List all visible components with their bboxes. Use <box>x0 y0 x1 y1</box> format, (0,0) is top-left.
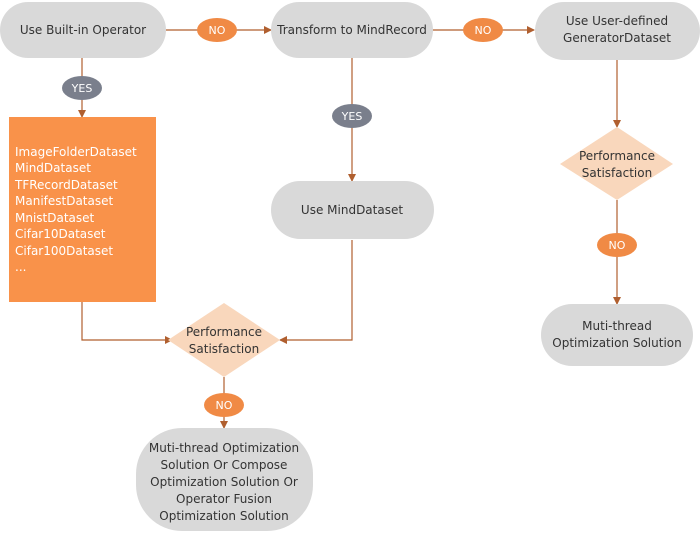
node-user-defined-line-1: Use User-defined <box>566 14 668 28</box>
node-use-user-defined-generatordataset: Use User-defined GeneratorDataset <box>535 2 700 60</box>
no-pill-label: NO <box>216 399 233 412</box>
no-pill-label: NO <box>609 239 626 252</box>
connector-list-to-perf-left <box>81 302 173 344</box>
node-multithread-left-line-5: Optimization Solution <box>159 509 288 523</box>
decision-performance-right: Performance Satisfaction <box>560 127 673 200</box>
yes-pill-label: YES <box>341 110 363 123</box>
no-pill-top-right: NO <box>463 18 503 42</box>
decision-performance-left-line-1: Performance <box>186 325 262 339</box>
dataset-item: ManifestDataset <box>15 194 113 208</box>
dataset-item: TFRecordDataset <box>14 178 118 192</box>
dataset-item: Cifar10Dataset <box>15 227 106 241</box>
yes-pill-middle: YES <box>332 104 372 128</box>
decision-performance-left: Performance Satisfaction <box>168 303 280 377</box>
no-pill-top-left: NO <box>197 18 237 42</box>
dataset-item: Cifar100Dataset <box>15 244 113 258</box>
node-use-builtin-operator: Use Built-in Operator <box>0 2 166 58</box>
dataset-item: ... <box>15 260 26 274</box>
node-use-minddataset: Use MindDataset <box>271 181 434 239</box>
connector-use-mind-to-perf-left <box>279 240 353 344</box>
no-pill-right: NO <box>597 233 637 257</box>
decision-performance-right-line-1: Performance <box>579 149 655 163</box>
node-multithread-left-line-2: Solution Or Compose <box>161 458 288 472</box>
dataset-item: ImageFolderDataset <box>15 145 137 159</box>
no-pill-bottom: NO <box>204 393 244 417</box>
yes-pill-left: YES <box>62 76 102 100</box>
node-transform-to-mindrecord-label: Transform to MindRecord <box>276 23 427 37</box>
yes-pill-label: YES <box>71 82 93 95</box>
dataset-item: MnistDataset <box>15 211 95 225</box>
decision-performance-left-line-2: Satisfaction <box>189 342 259 356</box>
node-multithread-right-line-1: Muti-thread <box>582 319 652 333</box>
node-user-defined-line-2: GeneratorDataset <box>563 31 671 45</box>
node-multithread-right: Muti-thread Optimization Solution <box>541 304 693 366</box>
node-transform-to-mindrecord: Transform to MindRecord <box>271 2 433 58</box>
dataset-item: MindDataset <box>15 161 91 175</box>
no-pill-label: NO <box>209 24 226 37</box>
node-multithread-left: Muti-thread Optimization Solution Or Com… <box>136 428 313 531</box>
node-multithread-left-line-3: Optimization Solution Or <box>150 475 298 489</box>
node-use-builtin-operator-label: Use Built-in Operator <box>20 23 146 37</box>
node-multithread-left-line-4: Operator Fusion <box>176 492 272 506</box>
decision-performance-right-line-2: Satisfaction <box>582 166 652 180</box>
node-multithread-right-line-2: Optimization Solution <box>552 336 681 350</box>
builtin-dataset-list: ImageFolderDataset MindDataset TFRecordD… <box>9 117 156 302</box>
node-multithread-left-line-1: Muti-thread Optimization <box>149 441 299 455</box>
node-use-minddataset-label: Use MindDataset <box>301 203 403 217</box>
no-pill-label: NO <box>475 24 492 37</box>
